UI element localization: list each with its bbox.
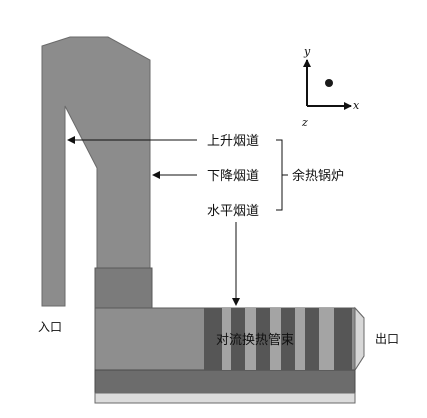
outlet-nozzle — [354, 306, 365, 372]
tube-column-4 — [281, 308, 295, 370]
base-plate — [94, 392, 356, 404]
tube-column-3 — [256, 308, 270, 370]
inlet-label: 入口 — [38, 320, 62, 334]
outlet-label: 出口 — [375, 332, 399, 346]
y-axis-label: y — [303, 45, 311, 58]
tube-bank-label: 对流换热管束 — [216, 333, 294, 348]
tube-column-5 — [305, 308, 319, 370]
tube-column-6 — [334, 308, 352, 370]
horizontal-flue-bottom-layer — [94, 369, 356, 394]
z-axis-dot — [325, 79, 333, 87]
vertical-flue-body — [41, 36, 151, 307]
waste-heat-boiler-label: 余热锅炉 — [292, 168, 344, 184]
tube-bank-background — [204, 308, 352, 370]
tube-column-1 — [204, 308, 222, 370]
tube-column-2 — [231, 308, 245, 370]
horizontal-flue-label: 水平烟道 — [207, 204, 259, 219]
z-axis-label: z — [301, 116, 308, 129]
downcomer-transition-block — [94, 267, 153, 309]
coordinate-axes: y x z — [301, 45, 360, 129]
x-axis-label: x — [353, 99, 360, 112]
convective-tube-bank — [204, 308, 352, 370]
boiler-group-brace — [276, 139, 288, 211]
downcomer-label: 下降烟道 — [207, 169, 259, 184]
riser-label: 上升烟道 — [207, 134, 259, 149]
